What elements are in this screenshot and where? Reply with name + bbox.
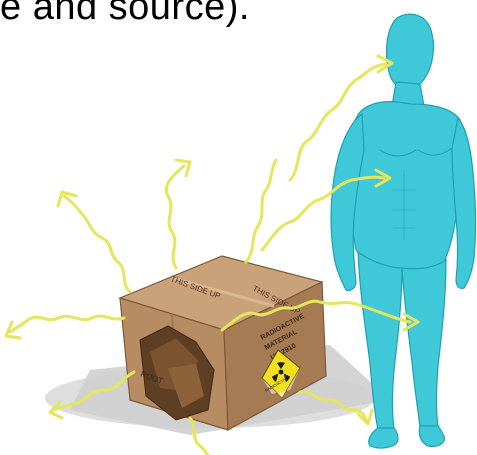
radiation-wave-arrow (166, 166, 184, 268)
figure-leg-right (402, 260, 446, 428)
caption-text: e and source). (0, 0, 250, 26)
radiation-wave-arrow (246, 160, 276, 262)
figure-head (387, 14, 434, 89)
figure-foot-right (419, 426, 444, 446)
figure-torso (347, 102, 465, 270)
figure-foot-left (369, 428, 398, 448)
radiation-wave-arrow (10, 316, 124, 332)
radiation-wave-arrow (64, 196, 130, 292)
figure-arm-right (452, 118, 476, 289)
